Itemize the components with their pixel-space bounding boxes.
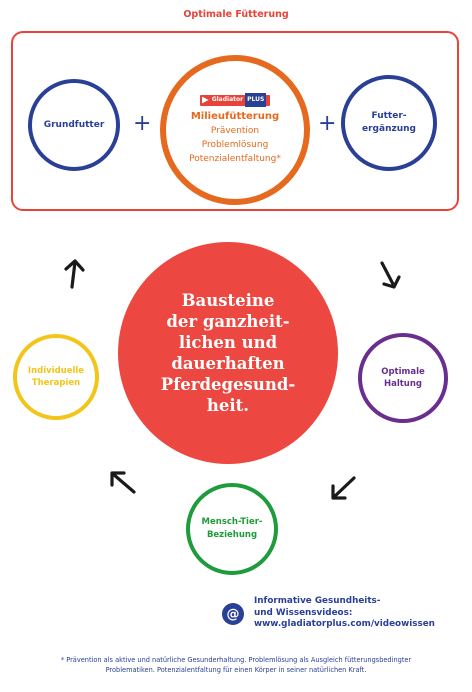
futter-line1: Futter-	[371, 111, 407, 121]
milieu-item-praevention: Prävention	[210, 125, 260, 136]
video-line1: Informative Gesundheits-	[254, 596, 381, 606]
video-line2: und Wissensvideos:	[254, 607, 353, 618]
bottom-line1: Mensch-Tier-	[201, 517, 263, 527]
logo-name: Gladiator	[211, 96, 244, 103]
futter-line2: ergänzung	[362, 124, 416, 134]
futterergaenzung-circle: Futter- ergänzung	[341, 75, 437, 171]
footnote-line2: Problematiken. Potenzialentfaltung für e…	[105, 666, 367, 674]
arrow-down-right-icon	[380, 261, 401, 289]
plus-sign-left: +	[133, 111, 152, 136]
logo-plus: PLUS	[245, 93, 267, 107]
footnote: * Prävention als aktive und natürliche G…	[25, 655, 447, 675]
optimale-haltung-circle: Optimale Haltung	[358, 333, 448, 423]
mensch-tier-beziehung-circle: Mensch-Tier- Beziehung	[186, 483, 278, 575]
feeding-box	[11, 31, 459, 211]
individuelle-therapien-circle: Individuelle Therapien	[13, 334, 99, 420]
at-icon: @	[222, 603, 244, 625]
arrow-up-icon	[64, 259, 85, 289]
video-info: Informative Gesundheits- und Wissensvide…	[254, 596, 435, 631]
right-line2: Haltung	[383, 379, 422, 389]
milieu-title: Milieufütterung	[190, 110, 280, 122]
footnote-line1: * Prävention als aktive und natürliche G…	[60, 656, 412, 664]
milieu-item-problemloesung: Problemlösung	[201, 139, 269, 150]
left-line1: Individuelle	[27, 366, 85, 376]
logo-mark-icon	[201, 96, 209, 104]
section-title: Optimale Fütterung	[183, 9, 289, 20]
arrow-up-left-icon	[110, 471, 136, 494]
right-line1: Optimale	[381, 367, 425, 377]
center-circle: Bausteine der ganzheit- lichen und dauer…	[118, 242, 338, 464]
plus-sign-right: +	[318, 111, 337, 136]
milieufuetterung-circle: Gladiator PLUS Milieufütterung Präventio…	[160, 55, 310, 205]
grundfutter-label: Grundfutter	[43, 120, 105, 130]
video-url-link[interactable]: www.gladiatorplus.com/videowissen	[254, 619, 435, 629]
milieu-item-potenzialentfaltung: Potenzialentfaltung*	[189, 153, 281, 164]
bottom-line2: Beziehung	[206, 530, 258, 540]
left-line2: Therapien	[31, 378, 81, 388]
grundfutter-circle: Grundfutter	[28, 79, 120, 171]
arrow-down-left-icon	[331, 476, 356, 500]
gladiator-plus-logo: Gladiator PLUS	[199, 93, 271, 107]
